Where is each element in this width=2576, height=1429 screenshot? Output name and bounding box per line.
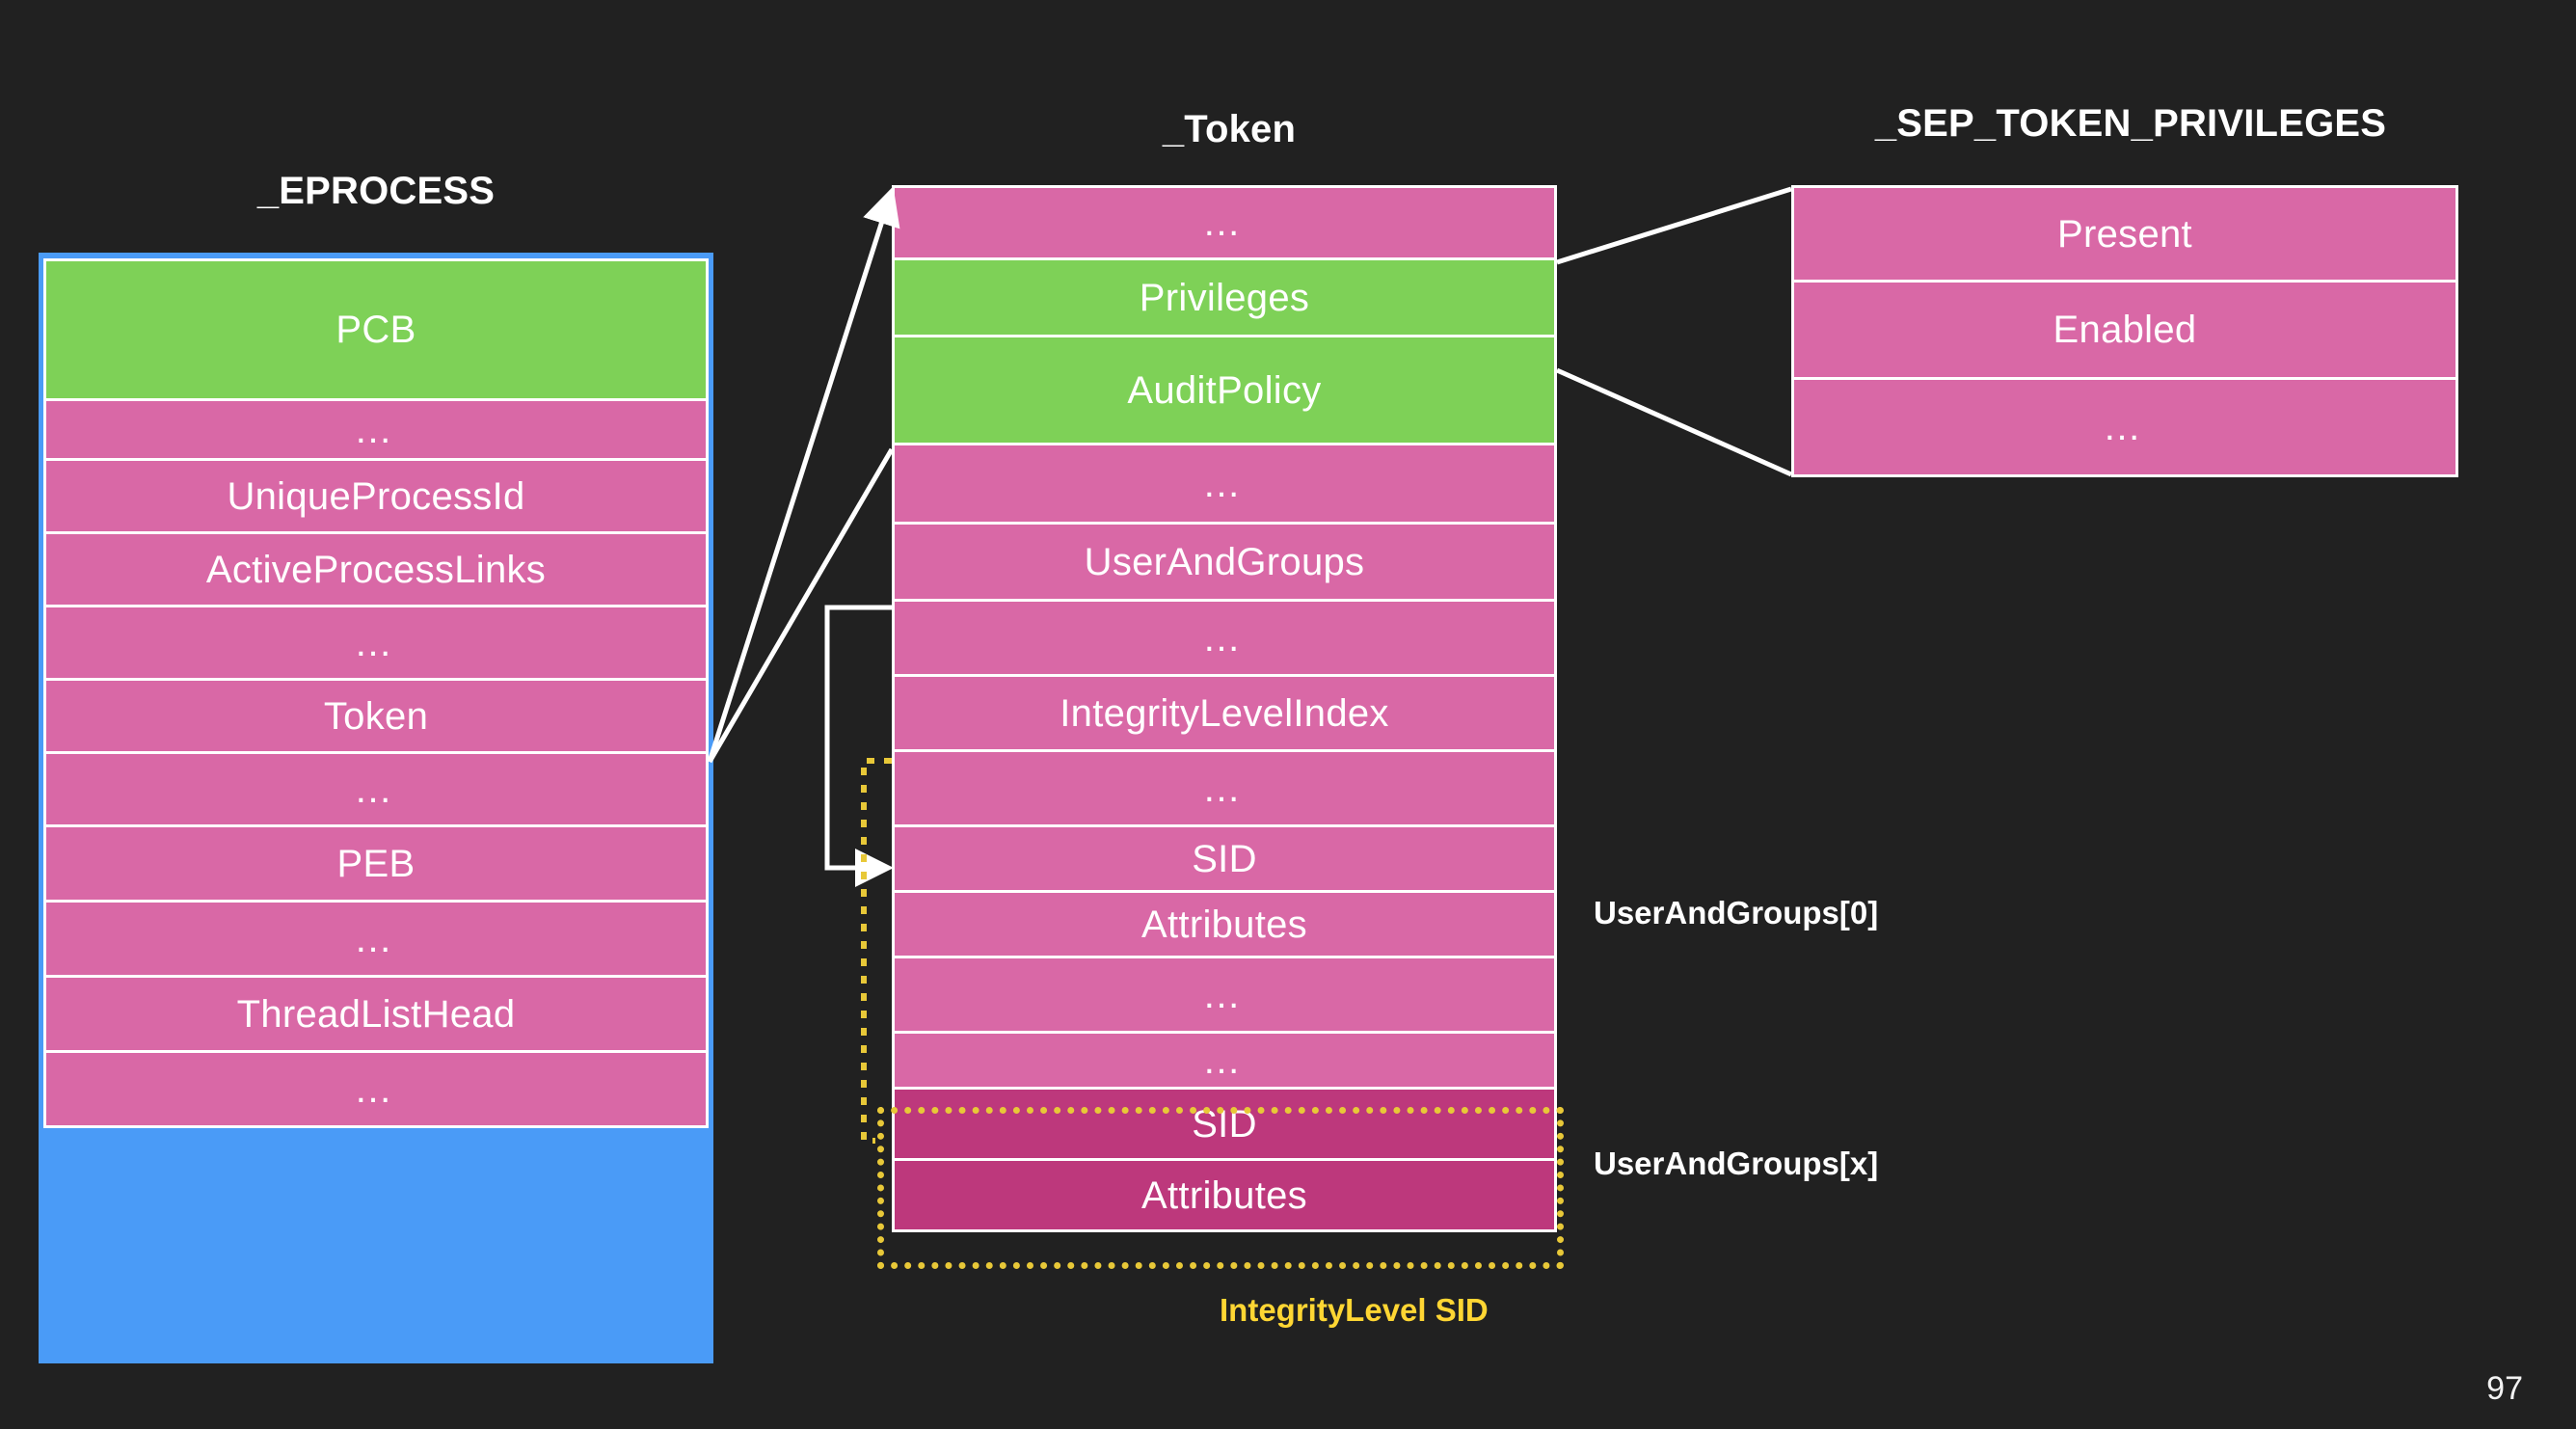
eprocess-struct: PCB … UniqueProcessId ActiveProcessLinks… [43, 258, 709, 1284]
eprocess-title: _EPROCESS [256, 170, 496, 212]
eprocess-row-token[interactable]: Token [43, 681, 709, 754]
annotation-userandgroups-x: UserAndGroups[x] [1594, 1146, 1879, 1181]
annotation-userandgroups-0: UserAndGroups[0] [1594, 895, 1879, 930]
annotation-integritylevel-sid: IntegrityLevel SID [1220, 1292, 1489, 1328]
token-row-userandgroups[interactable]: UserAndGroups [892, 525, 1557, 602]
sep-row-present[interactable]: Present [1791, 185, 2458, 283]
token-row-ellipsis-4[interactable]: … [892, 752, 1557, 827]
token-row-ellipsis-1[interactable]: … [892, 185, 1557, 260]
sep-token-privileges-struct: Present Enabled … [1791, 185, 2458, 477]
userandgroups-to-sid0-connector [824, 605, 894, 887]
integritylevelindex-to-sidx-connector [861, 758, 892, 1144]
token-row-sid-0[interactable]: SID [892, 827, 1557, 893]
eprocess-row-peb[interactable]: PEB [43, 827, 709, 903]
token-row-integritylevelindex[interactable]: IntegrityLevelIndex [892, 677, 1557, 752]
eprocess-row-threadlisthead[interactable]: ThreadListHead [43, 978, 709, 1053]
token-row-ellipsis-3[interactable]: … [892, 602, 1557, 677]
token-privileges-to-sep-connector [1555, 186, 1793, 477]
eprocess-row-activeprocesslinks[interactable]: ActiveProcessLinks [43, 534, 709, 607]
eprocess-row-ellipsis-4[interactable]: … [43, 903, 709, 978]
token-row-ellipsis-5[interactable]: … [892, 958, 1557, 1034]
eprocess-row-ellipsis-3[interactable]: … [43, 754, 709, 827]
token-row-ellipsis-6[interactable]: … [892, 1034, 1557, 1090]
eprocess-row-pcb[interactable]: PCB [43, 258, 709, 401]
sep-row-enabled[interactable]: Enabled [1791, 283, 2458, 380]
eprocess-row-ellipsis-2[interactable]: … [43, 607, 709, 681]
eprocess-row-remainder[interactable] [43, 1128, 709, 1284]
token-row-attributes-0[interactable]: Attributes [892, 893, 1557, 958]
eprocess-token-to-token-connector [707, 186, 900, 764]
sep-token-privileges-title: _SEP_TOKEN_PRIVILEGES [1874, 102, 2387, 145]
token-row-ellipsis-2[interactable]: … [892, 445, 1557, 525]
token-row-attributes-x[interactable]: Attributes [892, 1161, 1557, 1232]
token-row-privileges[interactable]: Privileges [892, 260, 1557, 337]
token-row-auditpolicy[interactable]: AuditPolicy [892, 337, 1557, 445]
eprocess-row-ellipsis-5[interactable]: … [43, 1053, 709, 1128]
token-struct: … Privileges AuditPolicy … UserAndGroups… [892, 185, 1557, 1232]
sep-row-ellipsis[interactable]: … [1791, 380, 2458, 477]
eprocess-row-ellipsis-1[interactable]: … [43, 401, 709, 461]
token-title: _Token [1162, 108, 1297, 150]
token-row-sid-x[interactable]: SID [892, 1090, 1557, 1161]
eprocess-row-uniqueprocessid[interactable]: UniqueProcessId [43, 461, 709, 534]
page-number: 97 [2486, 1370, 2523, 1407]
